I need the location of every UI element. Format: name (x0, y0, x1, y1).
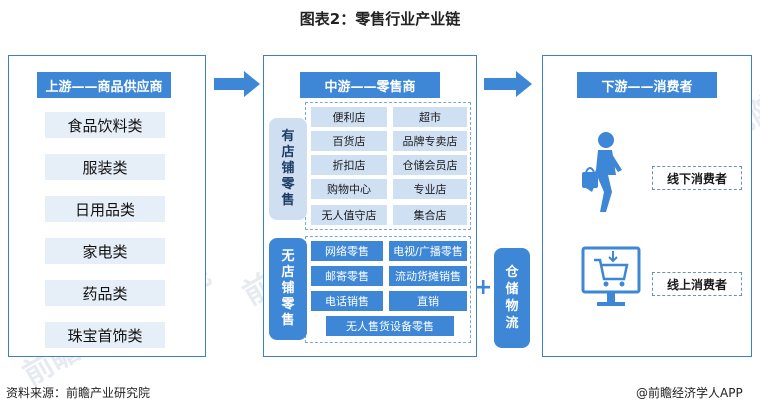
upstream-item: 家电类 (45, 238, 165, 264)
nonstore-type: 邮寄零售 (311, 266, 383, 286)
offline-consumer-box: 线下消费者 (652, 166, 742, 190)
store-type: 品牌专卖店 (393, 131, 467, 151)
nonstore-type: 电视/广播零售 (389, 241, 467, 261)
flow-arrow (484, 71, 532, 97)
warehouse-logistics: 仓储物流 (494, 248, 530, 348)
upstream-item: 药品类 (45, 280, 165, 306)
downstream-panel (542, 55, 752, 357)
plus-sign: + (474, 275, 493, 300)
nonstore-type: 电话销售 (311, 291, 383, 311)
upstream-item: 珠宝首饰类 (45, 322, 165, 348)
upstream-item: 食品饮料类 (45, 112, 165, 138)
store-type: 无人值守店 (311, 205, 387, 225)
online-consumer-box: 线上消费者 (652, 272, 742, 296)
online-cart-monitor-icon (580, 245, 642, 313)
store-type: 集合店 (393, 205, 467, 225)
nonstore-type: 流动货摊销售 (389, 266, 467, 286)
store-type: 专业店 (393, 179, 467, 199)
store-type: 百货店 (311, 131, 387, 151)
source-note: 资料来源：前瞻产业研究院 (6, 386, 151, 400)
store-type: 仓储会员店 (393, 155, 467, 175)
store-retail-label: 有店铺零售 (269, 118, 307, 220)
brand-credit: @前瞻经济学人APP (636, 386, 743, 400)
upstream-item: 日用品类 (45, 196, 165, 222)
store-type: 超市 (393, 107, 467, 127)
downstream-header: 下游——消费者 (577, 72, 717, 98)
upstream-item: 服装类 (45, 154, 165, 180)
store-type: 购物中心 (311, 179, 387, 199)
nonstore-type: 无人售货设备零售 (326, 316, 454, 336)
diagram-title: 图表2：零售行业产业链 (299, 10, 461, 28)
nonstore-type: 直销 (389, 291, 467, 311)
store-type: 折扣店 (311, 155, 387, 175)
nonstore-retail-label: 无店铺零售 (269, 238, 307, 340)
upstream-header: 上游——商品供应商 (37, 72, 171, 98)
store-type: 便利店 (311, 107, 387, 127)
midstream-header: 中游——零售商 (300, 72, 440, 98)
shopper-with-bag-icon (578, 130, 628, 215)
flow-arrow (214, 71, 260, 97)
nonstore-type: 网络零售 (311, 241, 383, 261)
